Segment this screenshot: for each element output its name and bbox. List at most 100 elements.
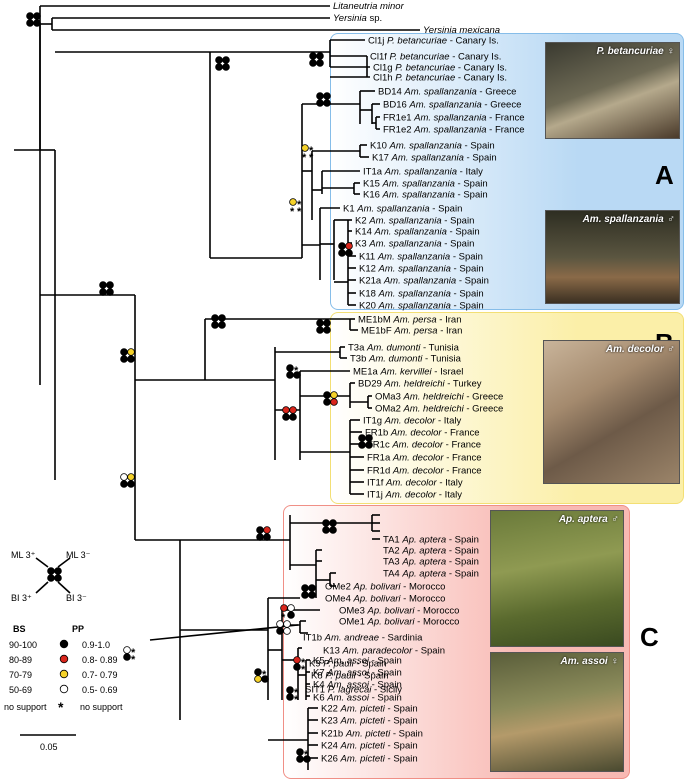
support-dot	[215, 63, 223, 71]
support-dot	[286, 364, 294, 372]
taxon-label: OMe4 Ap. bolivari - Morocco	[325, 594, 445, 605]
taxon-label: OMa2 Am. heldreichi - Greece	[375, 404, 503, 415]
taxon-label: OMe3 Ap. bolivari - Morocco	[339, 606, 459, 617]
support-dot	[283, 620, 291, 628]
support-dot	[365, 434, 373, 442]
legend-pp-header: PP	[72, 624, 85, 634]
support-dot	[301, 591, 309, 599]
support-dot	[280, 604, 288, 612]
scale-label: 0.05	[40, 742, 58, 752]
support-dot	[286, 371, 294, 379]
taxon-label: K10 Am. spallanzania - Spain	[370, 141, 495, 152]
legend-ml-plus: ML 3⁺	[11, 550, 36, 560]
support-dot	[296, 755, 304, 763]
support-dot	[330, 398, 338, 406]
photo-caption: Ap. aptera ♂	[558, 514, 618, 525]
support-dot	[26, 12, 34, 20]
support-dot	[289, 413, 297, 421]
taxon-label: BD16 Am. spallanzania - Greece	[383, 100, 521, 111]
taxon-label: K22 Am. picteti - Spain	[321, 704, 418, 715]
support-dot	[287, 611, 295, 619]
outgroup-label: Litaneutria minor	[333, 1, 405, 12]
support-dot	[120, 480, 128, 488]
taxon-label: K13 Am. paradecolor - Spain	[323, 646, 445, 657]
support-dot	[254, 675, 262, 683]
taxon-label: K20 Am. spallanzania - Spain	[359, 301, 484, 312]
legend-dot	[59, 639, 69, 649]
legend-pp-range: 0.8- 0.89	[82, 655, 118, 665]
support-dot	[301, 144, 309, 152]
no-support-mark: *	[301, 664, 306, 676]
support-dot	[316, 92, 324, 100]
taxon-label: K7 Am. assoi - Spain	[313, 668, 402, 679]
support-dot	[309, 52, 317, 60]
taxon-label: K26 Am. picteti - Spain	[321, 754, 418, 765]
no-support-mark: *	[131, 654, 136, 666]
taxon-label: IT1b Am. andreae - Sardinia	[303, 633, 423, 644]
taxon-label: K1 Am. spallanzania - Spain	[343, 204, 462, 215]
legend-dot	[59, 684, 69, 694]
support-dot	[215, 56, 223, 64]
no-support-mark: *	[309, 145, 314, 157]
support-dot	[211, 321, 219, 329]
legend-pp-range: 0.7- 0.79	[82, 670, 118, 680]
taxon-label: K4 Am. assoi - Spain	[313, 680, 402, 691]
taxon-label: IT1j Am. decolor - Italy	[367, 490, 462, 501]
no-support-mark: *	[297, 199, 302, 211]
support-dot	[123, 653, 131, 661]
support-dot	[127, 480, 135, 488]
legend-arrow	[35, 557, 49, 568]
no-support-mark: *	[131, 647, 136, 659]
taxon-label: Cl1h P. betancuriae - Canary Is.	[373, 73, 507, 84]
no-support-mark: *	[281, 612, 286, 624]
support-dot	[33, 12, 41, 20]
support-dot	[345, 242, 353, 250]
support-dot	[276, 627, 284, 635]
support-dot	[222, 56, 230, 64]
taxon-label: Cl1f P. betancuriae - Canary Is.	[370, 52, 501, 63]
support-dot	[256, 533, 264, 541]
taxon-label: FR1c Am. decolor - France	[367, 440, 481, 451]
support-dot	[26, 19, 34, 27]
support-dot	[106, 288, 114, 296]
support-dot	[218, 321, 226, 329]
taxon-label: K8 P. pauli - Spain	[311, 671, 388, 682]
no-support-mark: *	[294, 365, 299, 377]
photo-caption: Am. assoi ♀	[560, 656, 618, 667]
taxon-label: FR1a Am. decolor - France	[367, 453, 482, 464]
legend-bs-range: 50-69	[9, 685, 33, 695]
support-dot	[289, 198, 297, 206]
taxon-label: IT1a Am. spallanzania - Italy	[363, 167, 483, 178]
legend-bs-range: 90-100	[9, 640, 38, 650]
photo-p-betancuriae: P. betancuriae ♀	[545, 42, 680, 139]
taxon-label: K21b Am. picteti - Spain	[321, 729, 423, 740]
taxon-label: TA4 Ap. aptera - Spain	[383, 569, 479, 580]
support-dot	[256, 526, 264, 534]
no-support-mark: *	[294, 687, 299, 699]
support-dot	[106, 281, 114, 289]
support-dot	[211, 314, 219, 322]
taxon-label: K11 Am. spallanzania - Spain	[359, 252, 483, 263]
legend-nosupport-pp: no support	[80, 702, 123, 712]
support-dot	[322, 526, 330, 534]
photo-ap-aptera: Ap. aptera ♂	[490, 510, 624, 647]
taxon-label: BD29 Am. heldreichi - Turkey	[358, 379, 482, 390]
support-dot	[286, 693, 294, 701]
legend-arrow	[35, 581, 49, 594]
pointer-arrow	[149, 624, 299, 641]
support-dot	[286, 686, 294, 694]
taxon-label: ME1a Am. kervillei - Israel	[353, 367, 463, 378]
outgroup-label: Yersinia mexicana	[423, 25, 500, 36]
support-dot	[323, 398, 331, 406]
support-dot	[329, 519, 337, 527]
support-dot	[254, 668, 262, 676]
taxon-label: K17 Am. spallanzania - Spain	[372, 153, 497, 164]
support-dot	[218, 314, 226, 322]
support-dot	[308, 584, 316, 592]
support-dot	[316, 326, 324, 334]
support-dot	[293, 663, 301, 671]
support-dot	[263, 526, 271, 534]
support-dot	[338, 249, 346, 257]
